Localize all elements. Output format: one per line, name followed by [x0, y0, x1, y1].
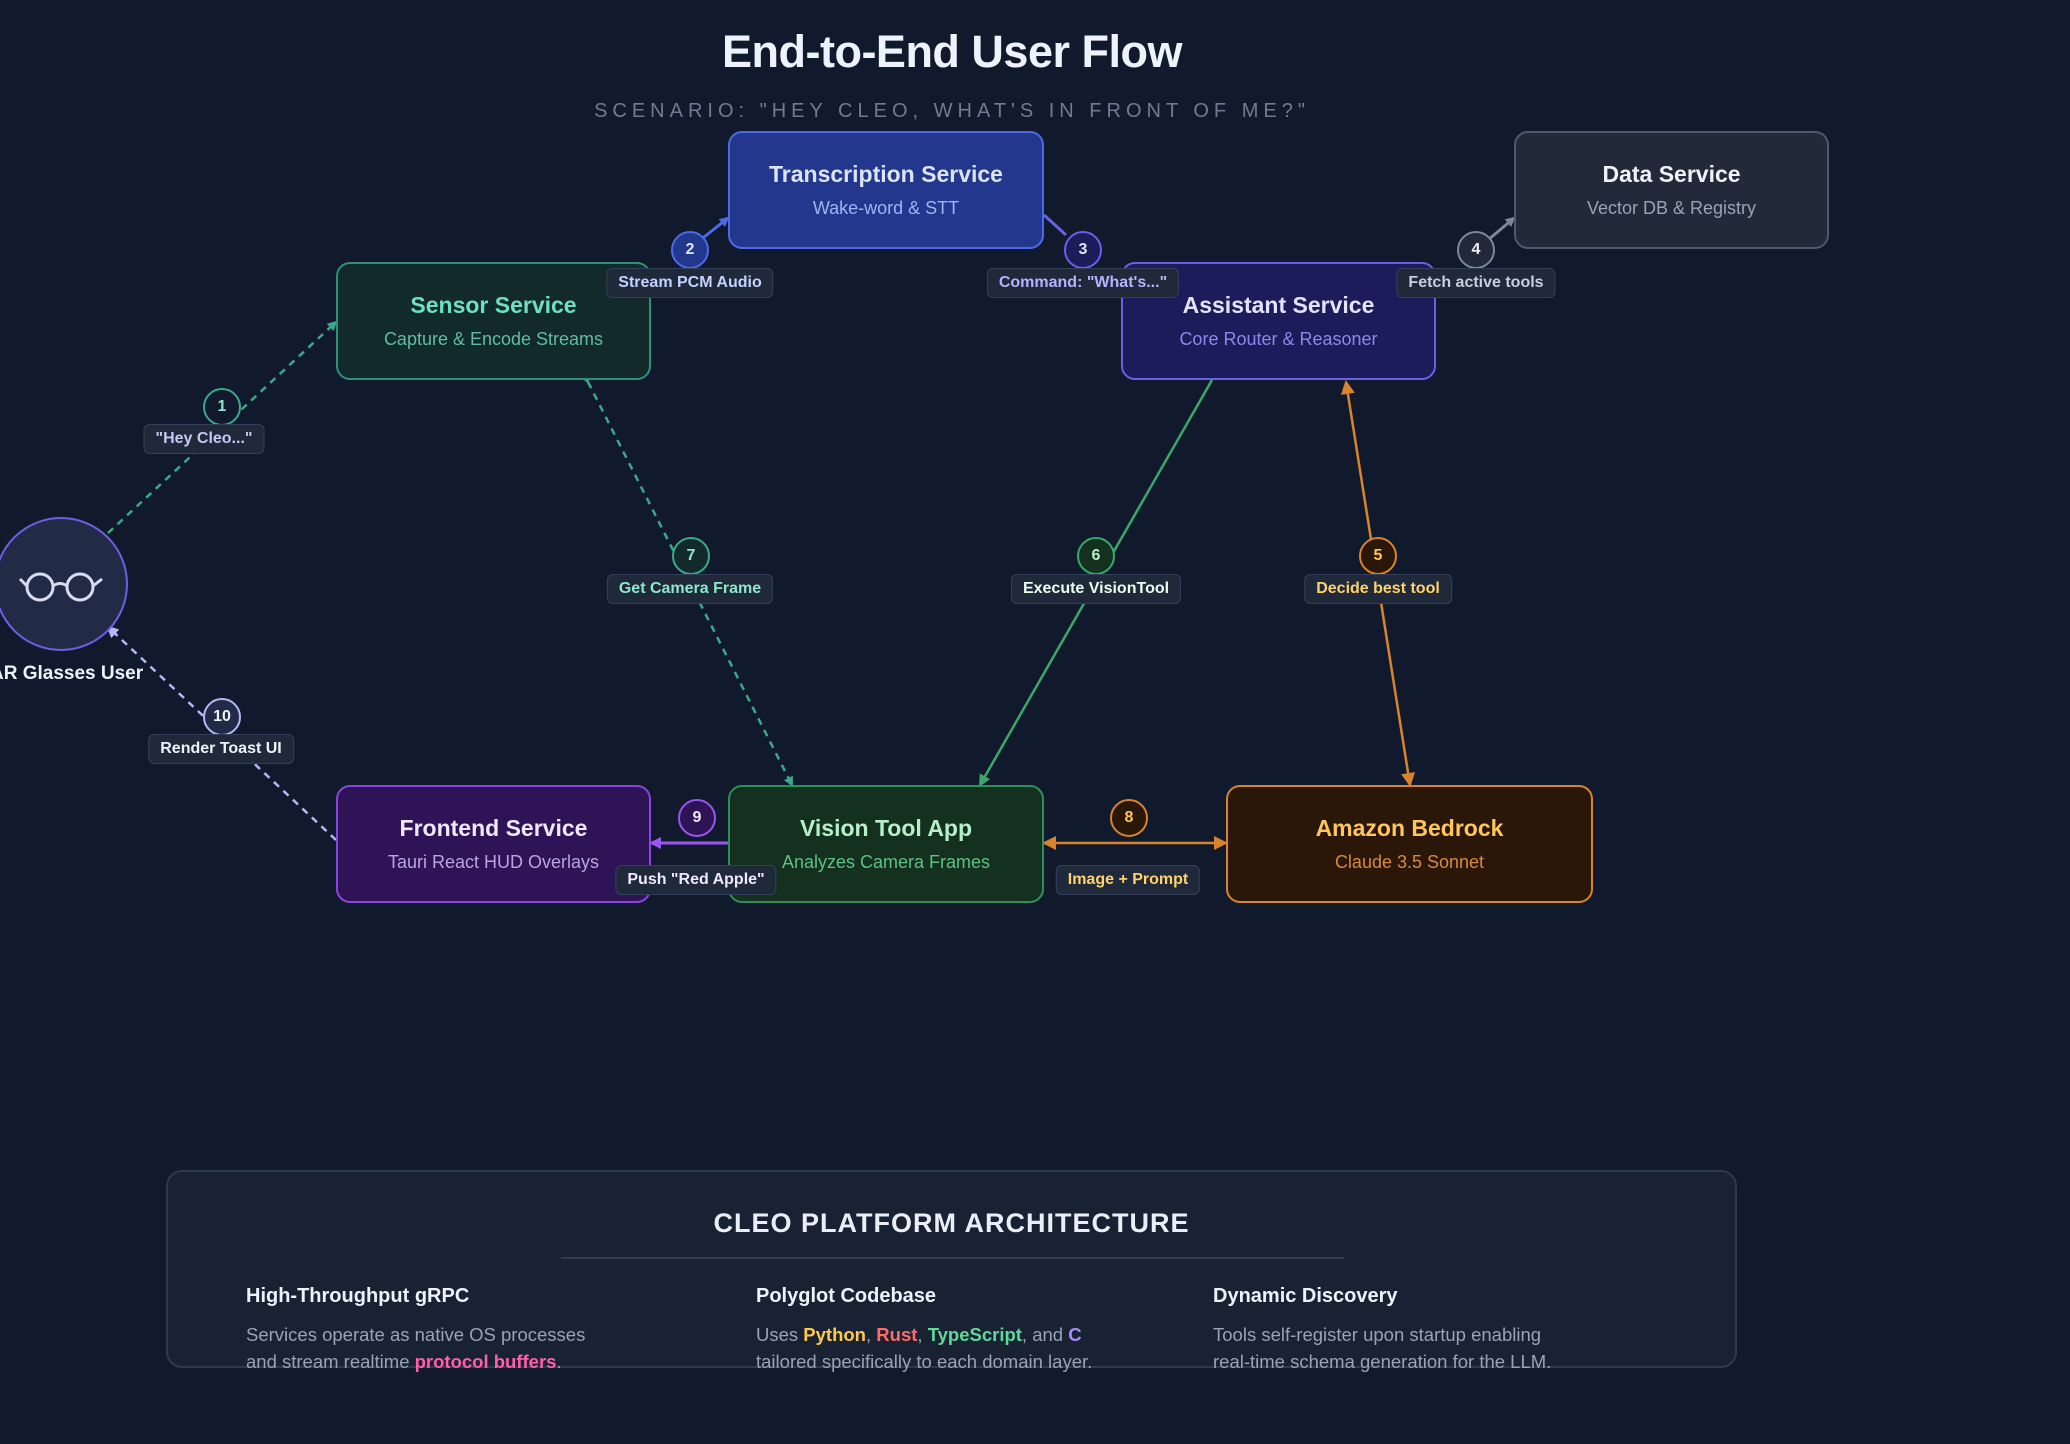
- panel-title: CLEO PLATFORM ARCHITECTURE: [713, 1208, 1190, 1238]
- feature-text-punct: .: [556, 1351, 562, 1372]
- step-label-6: Execute VisionTool: [1010, 574, 1182, 604]
- step-badge-8: 8: [1110, 799, 1148, 837]
- feature-heading: High-Throughput gRPC: [246, 1285, 470, 1307]
- step-badge-9: 9: [678, 799, 716, 837]
- node-title: Transcription Service: [769, 161, 1003, 187]
- node-title: Sensor Service: [410, 292, 577, 318]
- lang-rust: Rust: [876, 1324, 918, 1345]
- node-subtitle: Wake-word & STT: [812, 198, 960, 218]
- feature-text-line: Uses: [756, 1324, 804, 1345]
- node-title: Data Service: [1602, 161, 1741, 187]
- feature-grpc: High-Throughput gRPC Services operate as…: [246, 1285, 585, 1375]
- feature-text: Uses Python, Rust, TypeScript, and C tai…: [756, 1321, 1092, 1375]
- feature-text-line: and stream realtime: [246, 1351, 415, 1372]
- highlight-protocol-buffers: protocol buffers: [414, 1351, 557, 1372]
- step-label-7: Get Camera Frame: [606, 574, 774, 604]
- step-label-1: "Hey Cleo...": [143, 424, 265, 454]
- node-subtitle: Core Router & Reasoner: [1179, 329, 1378, 349]
- step-label-8: Image + Prompt: [1055, 865, 1201, 895]
- step-label-4: Fetch active tools: [1396, 268, 1556, 298]
- step-badge-6: 6: [1077, 537, 1115, 575]
- node-subtitle: Vector DB & Registry: [1586, 198, 1757, 218]
- feature-text-sep: ,: [917, 1324, 928, 1345]
- node-title: Frontend Service: [399, 815, 588, 841]
- node-subtitle: Analyzes Camera Frames: [781, 852, 991, 872]
- step-label-2: Stream PCM Audio: [606, 268, 774, 298]
- page-title: End-to-End User Flow: [722, 26, 1182, 77]
- lang-python: Python: [803, 1324, 866, 1345]
- feature-text-line: Tools self-register upon startup enablin…: [1213, 1324, 1542, 1345]
- glasses-icon: [18, 572, 103, 602]
- feature-text-line: Services operate as native OS processes: [246, 1324, 586, 1345]
- connector-3: [1042, 213, 1068, 237]
- step-badge-3: 3: [1064, 231, 1102, 269]
- node-subtitle: Tauri React HUD Overlays: [387, 852, 600, 872]
- transcription-service-node[interactable]: Transcription Service Wake-word & STT: [728, 131, 1044, 249]
- step-badge-7: 7: [672, 537, 710, 575]
- architecture-panel: CLEO PLATFORM ARCHITECTURE High-Throughp…: [166, 1170, 1737, 1372]
- feature-text-line: tailored specifically to each domain lay…: [756, 1351, 1093, 1372]
- feature-polyglot: Polyglot Codebase Uses Python, Rust, Typ…: [756, 1285, 1092, 1375]
- data-service-node[interactable]: Data Service Vector DB & Registry: [1514, 131, 1829, 249]
- step-badge-2: 2: [671, 231, 709, 269]
- connector-4: [1487, 216, 1516, 242]
- ar-glasses-user-node[interactable]: [0, 517, 128, 651]
- amazon-bedrock-node[interactable]: Amazon Bedrock Claude 3.5 Sonnet: [1226, 785, 1593, 903]
- step-badge-5: 5: [1359, 537, 1397, 575]
- feature-text: Tools self-register upon startup enablin…: [1213, 1321, 1551, 1375]
- step-badge-10: 10: [203, 698, 241, 736]
- lang-c: C: [1068, 1324, 1082, 1345]
- feature-text-line: real-time schema generation for the LLM.: [1213, 1351, 1552, 1372]
- feature-text-sep: , and: [1021, 1324, 1069, 1345]
- step-label-3: Command: "What's...": [986, 268, 1180, 298]
- panel-divider: [561, 1257, 1344, 1259]
- step-label-10: Render Toast UI: [148, 734, 294, 764]
- step-badge-4: 4: [1457, 231, 1495, 269]
- sensor-service-node[interactable]: Sensor Service Capture & Encode Streams: [336, 262, 651, 380]
- node-title: Vision Tool App: [799, 815, 973, 841]
- feature-discovery: Dynamic Discovery Tools self-register up…: [1213, 1285, 1551, 1375]
- node-subtitle: Claude 3.5 Sonnet: [1334, 852, 1485, 872]
- step-label-5: Decide best tool: [1304, 574, 1452, 604]
- scenario-subtitle: SCENARIO: "HEY CLEO, WHAT'S IN FRONT OF …: [594, 100, 1310, 122]
- feature-text: Services operate as native OS processes …: [246, 1321, 585, 1375]
- feature-heading: Polyglot Codebase: [756, 1285, 937, 1307]
- frontend-service-node[interactable]: Frontend Service Tauri React HUD Overlay…: [336, 785, 651, 903]
- user-label: AR Glasses User: [0, 663, 144, 684]
- node-title: Amazon Bedrock: [1315, 815, 1504, 841]
- node-subtitle: Capture & Encode Streams: [383, 329, 604, 349]
- lang-typescript: TypeScript: [927, 1324, 1022, 1345]
- feature-heading: Dynamic Discovery: [1213, 1285, 1398, 1307]
- step-label-9: Push "Red Apple": [615, 865, 777, 895]
- step-badge-1: 1: [203, 388, 241, 426]
- feature-text-sep: ,: [866, 1324, 877, 1345]
- vision-tool-app-node[interactable]: Vision Tool App Analyzes Camera Frames: [728, 785, 1044, 903]
- node-title: Assistant Service: [1182, 292, 1375, 318]
